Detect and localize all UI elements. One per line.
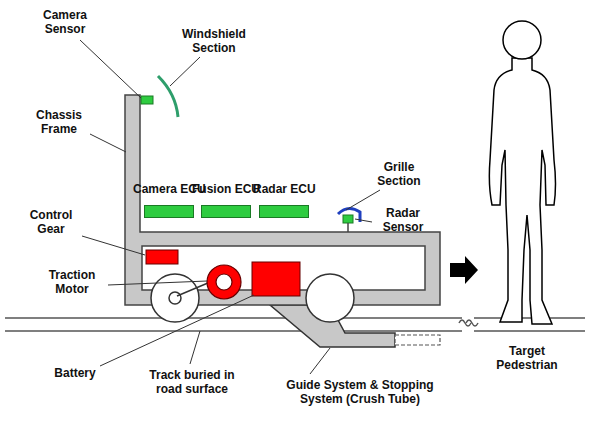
ecu-module: [201, 205, 251, 218]
part-label: Windshield Section: [168, 27, 260, 55]
ecu-label: Radar ECU: [253, 182, 316, 196]
part-label: Chassis Frame: [26, 108, 92, 136]
part-label: Camera Sensor: [32, 8, 98, 36]
ecu-box: Fusion ECU: [192, 182, 260, 218]
part-label: Target Pedestrian: [486, 344, 568, 372]
windshield-section: [158, 76, 178, 117]
radar-sensor: [343, 215, 353, 223]
crush-tube: [270, 305, 440, 347]
sensor-mount: [347, 223, 349, 232]
grille-section: [338, 208, 360, 222]
direction-arrow: [450, 256, 478, 284]
part-label: Traction Motor: [36, 268, 108, 296]
part-label: Radar Sensor: [372, 206, 434, 234]
leader-line: [80, 40, 380, 374]
pedestrian-figure: [489, 21, 555, 324]
traction-motor: [207, 265, 241, 299]
part-label: Track buried in road surface: [136, 368, 248, 396]
part-label: Control Gear: [18, 208, 84, 236]
part-label: Guide System & Stopping System (Crush Tu…: [268, 378, 452, 406]
ecu-module: [259, 205, 309, 218]
battery: [252, 262, 300, 296]
ecu-module: [144, 205, 194, 218]
ecu-label: Fusion ECU: [192, 182, 260, 196]
part-label: Grille Section: [368, 160, 430, 188]
camera-sensor: [141, 96, 153, 104]
ecu-box: Radar ECU: [253, 182, 316, 218]
control-gear: [146, 250, 178, 264]
part-label: Battery: [40, 366, 110, 380]
